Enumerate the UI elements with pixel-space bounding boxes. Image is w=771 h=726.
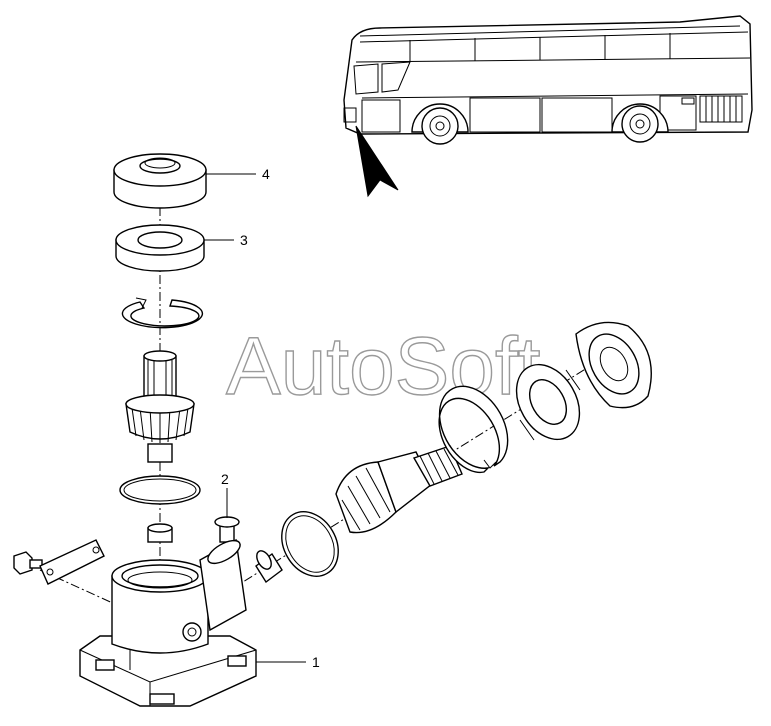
arrow-pointer-icon [355, 125, 399, 198]
snap-ring-horizontal [438, 385, 509, 474]
snap-ring-upper [121, 297, 204, 329]
bearing-ring-horizontal [575, 321, 652, 409]
housing-1 [79, 538, 257, 707]
bevel-pinion-vertical [125, 350, 195, 463]
ring-3 [115, 224, 205, 272]
callout-3: 3 [240, 232, 248, 248]
callout-1: 1 [312, 654, 320, 670]
callout-2: 2 [221, 471, 229, 487]
bus-icon [343, 15, 753, 145]
ring-horizontal [515, 363, 581, 441]
o-ring-horizontal [281, 511, 339, 577]
callout-4: 4 [262, 166, 270, 182]
watermark-text: AutoSoft [226, 321, 541, 412]
bolt-and-plate [13, 539, 105, 585]
needle-bearing-horizontal [255, 550, 283, 584]
bevel-pinion-horizontal [335, 445, 463, 534]
needle-bearing-vertical [147, 523, 173, 543]
bearing-ring-4 [113, 153, 207, 209]
breather-plug-2 [214, 516, 240, 543]
o-ring-vertical [119, 475, 201, 505]
